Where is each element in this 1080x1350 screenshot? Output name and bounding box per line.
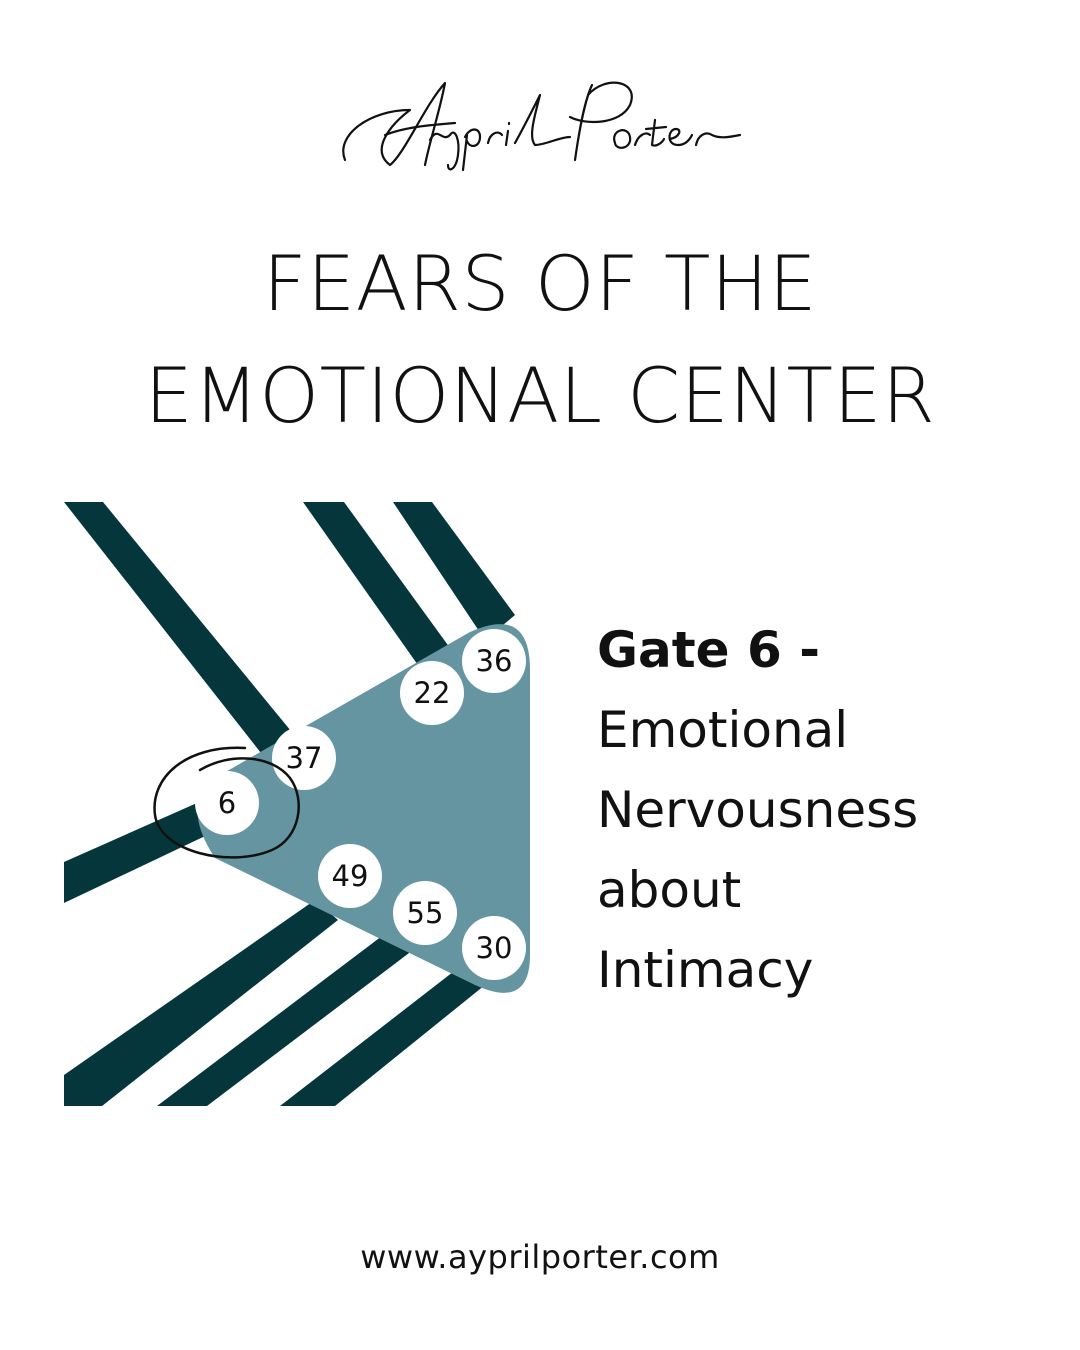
channel-stripe xyxy=(64,502,300,762)
channel-stripe xyxy=(393,502,515,640)
gate-22-label: 22 xyxy=(414,676,451,710)
gate-line-2: Nervousness xyxy=(597,781,919,839)
gate-30-circle[interactable]: 30 xyxy=(462,916,526,980)
channel-stripe xyxy=(303,502,450,668)
gate-6-circle[interactable]: 6 xyxy=(195,771,259,835)
emotional-center-diagram: 36 22 37 6 49 55 30 xyxy=(64,502,530,1106)
gate-22-circle[interactable]: 22 xyxy=(400,661,464,725)
gate-30-label: 30 xyxy=(476,931,513,965)
gate-49-circle[interactable]: 49 xyxy=(318,844,382,908)
gate-36-circle[interactable]: 36 xyxy=(462,629,526,693)
channel-stripe xyxy=(157,930,413,1106)
gate-55-label: 55 xyxy=(407,896,444,930)
gate-line-1: Emotional xyxy=(597,701,849,759)
gate-line-4: Intimacy xyxy=(597,941,814,999)
page-title: FEARS OF THE EMOTIONAL CENTER xyxy=(0,228,1080,452)
gate-heading: Gate 6 - xyxy=(597,621,820,679)
website-url[interactable]: www.ayprilporter.com xyxy=(360,1238,720,1276)
title-line-1: FEARS OF THE xyxy=(262,239,818,328)
channel-stripe xyxy=(64,900,338,1106)
gate-37-circle[interactable]: 37 xyxy=(272,726,336,790)
gate-49-label: 49 xyxy=(332,859,369,893)
gate-line-3: about xyxy=(597,861,742,919)
gate-55-circle[interactable]: 55 xyxy=(393,881,457,945)
brand-signature-logo xyxy=(342,81,742,172)
channel-stripe xyxy=(280,965,485,1106)
gate-description: Gate 6 - Emotional Nervousness about Int… xyxy=(597,610,1067,1010)
gate-36-label: 36 xyxy=(476,644,513,678)
highlight-ring xyxy=(153,746,300,859)
gate-37-label: 37 xyxy=(286,741,323,775)
title-line-2: EMOTIONAL CENTER xyxy=(144,351,936,440)
channel-stripe xyxy=(64,795,222,903)
gate-6-label: 6 xyxy=(218,786,236,820)
